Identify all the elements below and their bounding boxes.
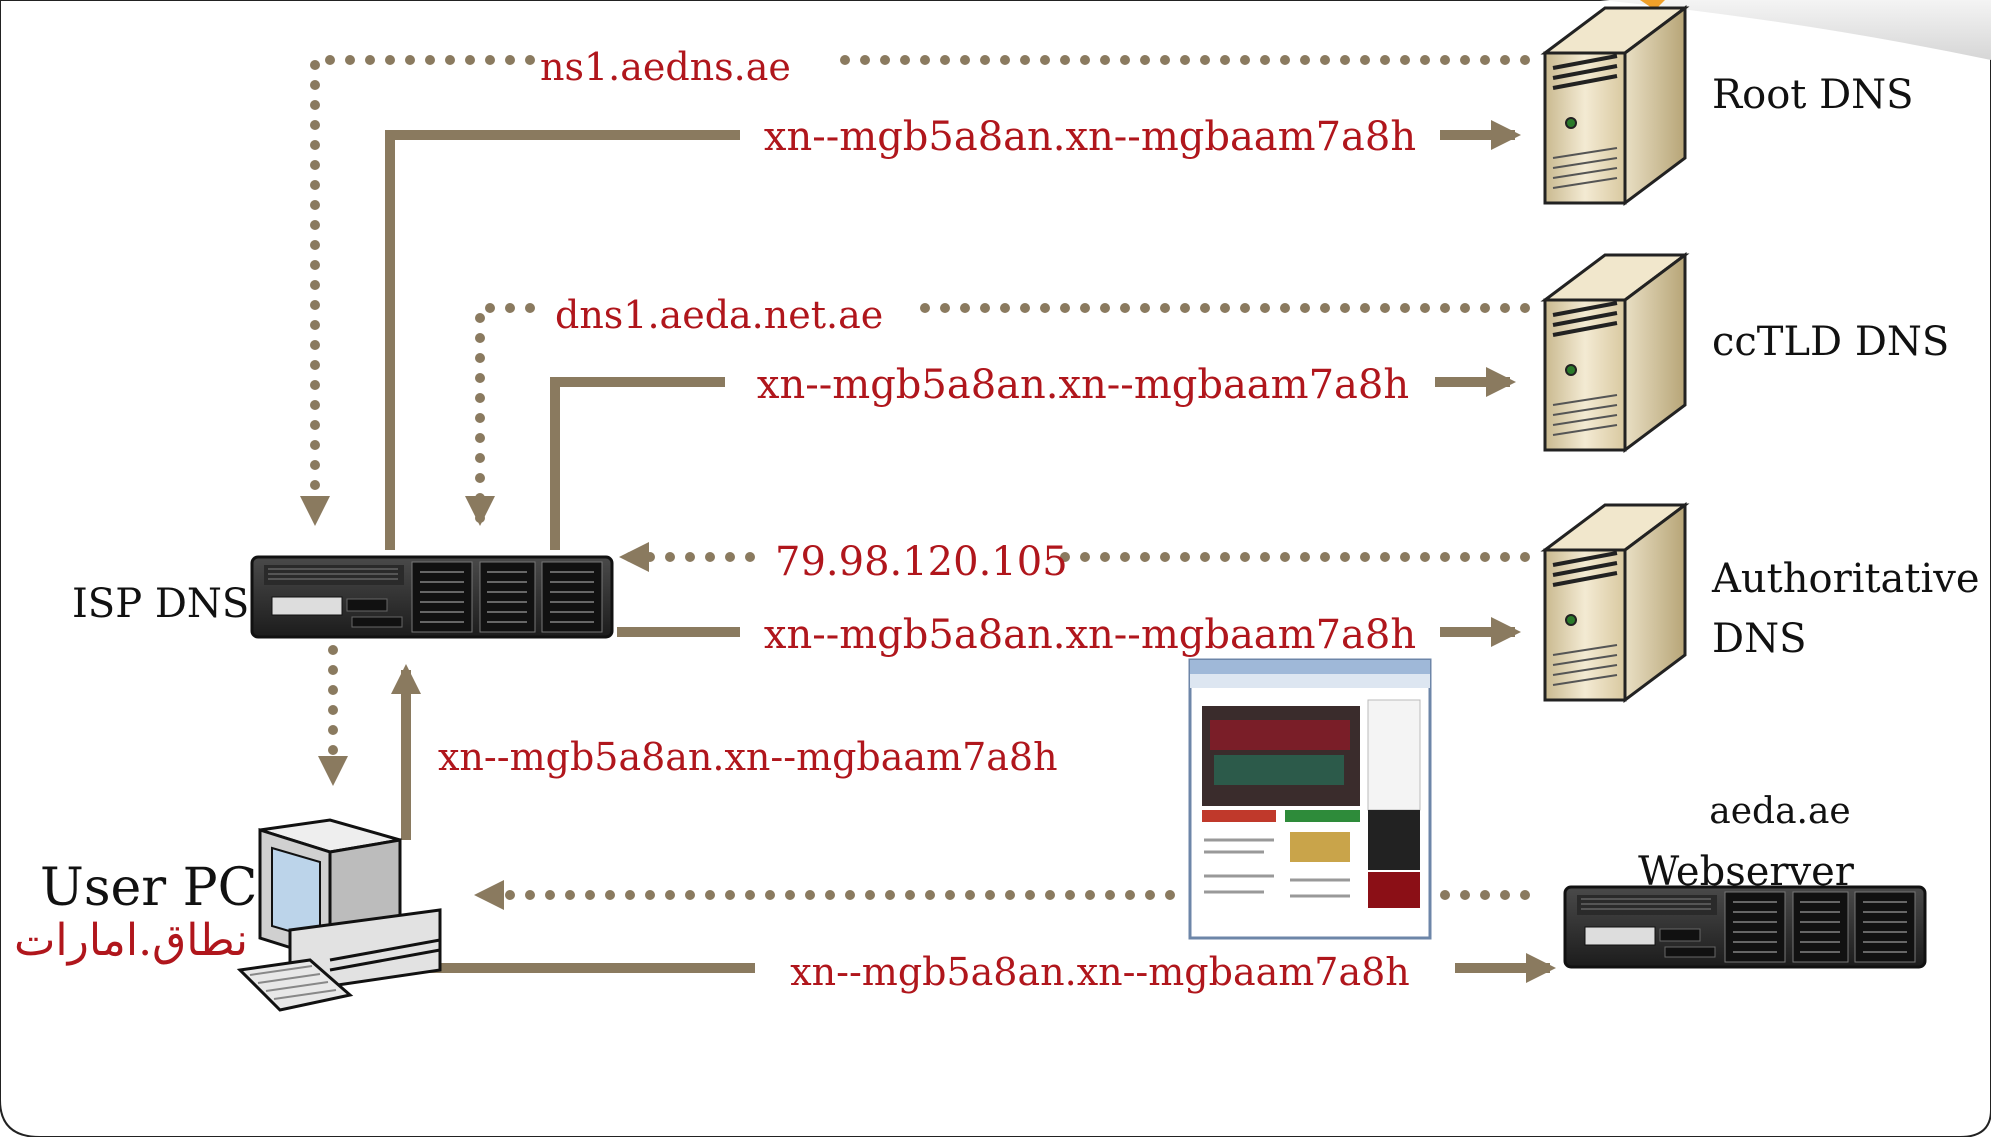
cctld-dns-server[interactable] <box>1543 253 1687 452</box>
pc-to-isp-label: xn--mgb5a8an.xn--mgbaam7a8h <box>438 735 1058 779</box>
rack-server-icon <box>1563 885 1927 969</box>
rack-server-icon <box>250 555 614 639</box>
tower-server-icon <box>1543 253 1687 452</box>
root-dns-server[interactable] <box>1543 6 1687 205</box>
cctld-query-label: xn--mgb5a8an.xn--mgbaam7a8h <box>757 362 1409 408</box>
authoritative-query-label: xn--mgb5a8an.xn--mgbaam7a8h <box>764 612 1416 658</box>
authoritative-dns-server[interactable] <box>1543 503 1687 702</box>
cctld-response-line-left <box>465 303 535 526</box>
connectors <box>300 55 1556 983</box>
root-dns-label: Root DNS <box>1712 72 1914 118</box>
isp-dns-server[interactable] <box>250 555 614 639</box>
pc-to-web-label: xn--mgb5a8an.xn--mgbaam7a8h <box>790 950 1410 994</box>
tower-server-icon <box>1543 6 1687 205</box>
root-response-line-left <box>300 55 535 526</box>
user-pc[interactable] <box>236 818 442 1012</box>
root-query-label: xn--mgb5a8an.xn--mgbaam7a8h <box>764 114 1416 160</box>
root-response-label: ns1.aedns.ae <box>540 45 791 89</box>
isp-dns-label: ISP DNS <box>72 581 249 627</box>
cctld-dns-label: ccTLD DNS <box>1712 319 1949 365</box>
cctld-query-line <box>550 377 725 550</box>
browser-screenshot-icon <box>1188 658 1432 940</box>
web-server-label-line2: Webserver <box>1638 849 1855 895</box>
cctld-response-label: dns1.aeda.net.ae <box>555 293 883 337</box>
desktop-pc-icon <box>236 818 442 1012</box>
authoritative-response-label: 79.98.120.105 <box>775 539 1068 585</box>
slide-corner-shade <box>1600 0 1991 60</box>
web-server[interactable] <box>1563 885 1927 969</box>
accent-mark <box>1640 0 1665 10</box>
root-query-line <box>385 130 740 550</box>
user-pc-label: User PC <box>40 858 257 918</box>
tower-server-icon <box>1543 503 1687 702</box>
user-pc-arabic-label: نطاق.امارات <box>14 915 248 966</box>
web-server-label-line1: aeda.ae <box>1709 791 1851 832</box>
authoritative-dns-label-line1: Authoritative <box>1711 556 1980 602</box>
authoritative-dns-label-line2: DNS <box>1712 616 1806 662</box>
